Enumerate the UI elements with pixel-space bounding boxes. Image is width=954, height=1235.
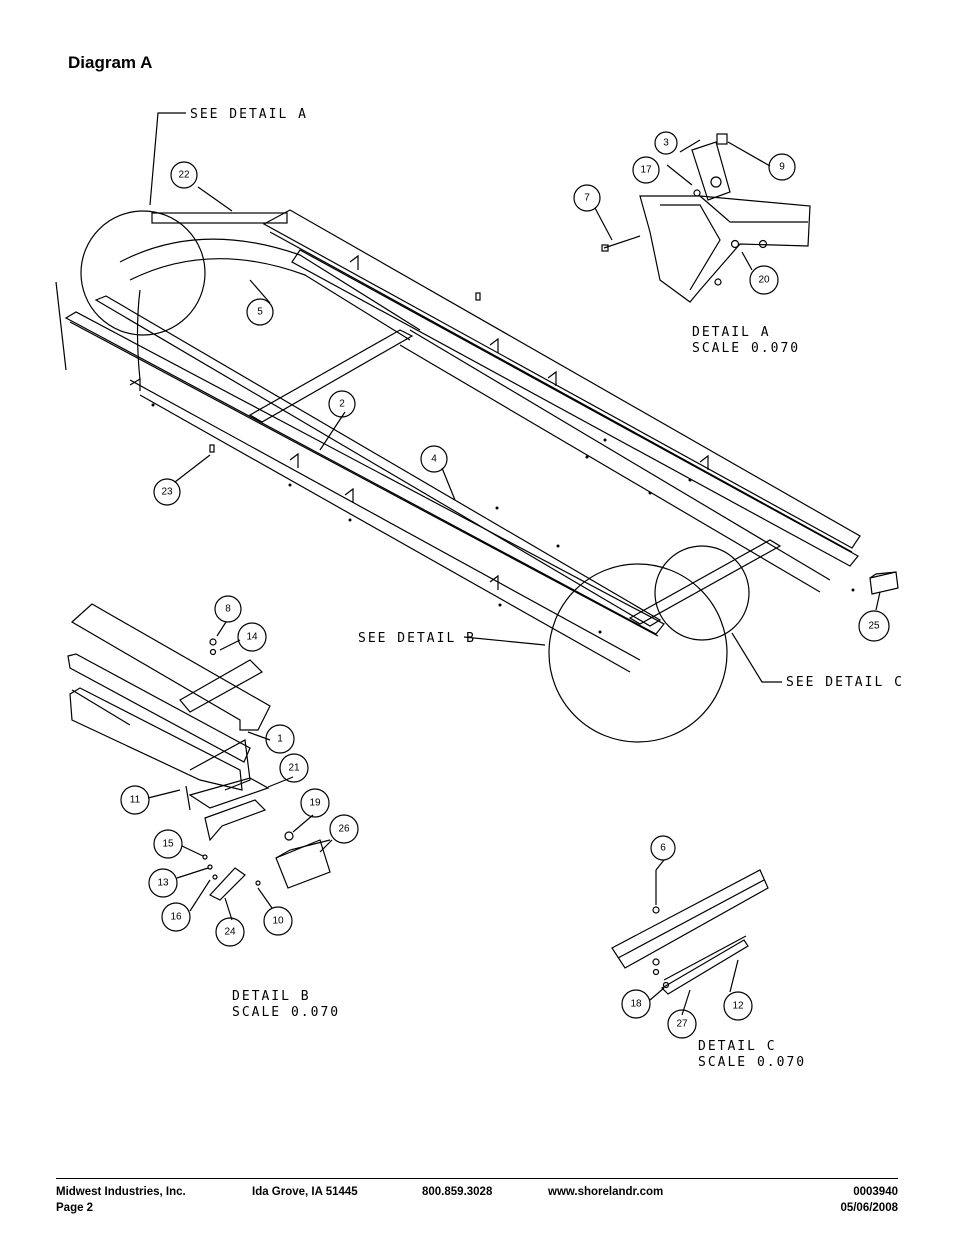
- detail-c-caption: DETAIL C: [698, 1039, 777, 1054]
- part-number: 23: [161, 487, 173, 498]
- part-number: 7: [584, 193, 590, 204]
- part-number: 11: [130, 795, 141, 806]
- part-number: 17: [640, 165, 652, 176]
- detail-c-circle: [654, 545, 750, 641]
- part-number: 25: [868, 621, 880, 632]
- footer-doc-number: 0003940: [853, 1186, 898, 1198]
- trailer-frame-drawing: [55, 209, 899, 673]
- part-number: 15: [162, 839, 174, 850]
- detail-a-circle: [80, 210, 206, 336]
- footer-date: 05/06/2008: [840, 1202, 898, 1214]
- detail-b-drawing: [67, 603, 333, 921]
- detail-a-scale: SCALE 0.070: [692, 341, 800, 356]
- detail-b-scale: SCALE 0.070: [232, 1005, 340, 1020]
- part-number: 22: [178, 170, 190, 181]
- detail-a-caption: DETAIL A: [692, 325, 771, 340]
- see-detail-b-callout: SEE DETAIL B: [358, 631, 476, 646]
- see-detail-c-callout: SEE DETAIL C: [786, 675, 904, 690]
- detail-a-drawing: [594, 133, 811, 303]
- part-number: 9: [779, 162, 785, 173]
- footer-page: Page 2: [56, 1202, 94, 1214]
- page-title: Diagram A: [68, 53, 153, 72]
- parts-diagram: 22 5 2 4 23 25 3 17 9 7 20 8 14 1 21 11 …: [55, 107, 904, 1070]
- footer-website: www.shorelandr.com: [548, 1186, 664, 1198]
- part-number: 5: [257, 307, 263, 318]
- part-number: 12: [732, 1001, 744, 1012]
- part-number: 18: [630, 999, 642, 1010]
- footer-company: Midwest Industries, Inc.: [56, 1186, 186, 1198]
- part-number: 14: [246, 632, 258, 643]
- detail-b-caption: DETAIL B: [232, 989, 311, 1004]
- part-number: 8: [225, 604, 231, 615]
- part-number: 3: [663, 138, 669, 149]
- footer-phone: 800.859.3028: [422, 1186, 493, 1198]
- part-number: 10: [272, 916, 284, 927]
- footer-location: Ida Grove, IA 51445: [252, 1186, 358, 1198]
- part-number: 6: [660, 843, 666, 854]
- see-detail-a-callout: SEE DETAIL A: [190, 107, 308, 122]
- part-number: 26: [338, 824, 350, 835]
- part-number: 2: [339, 399, 345, 410]
- part-number: 4: [431, 454, 437, 465]
- part-balloons: [120, 131, 890, 1039]
- part-number: 24: [224, 927, 236, 938]
- part-number: 19: [309, 798, 321, 809]
- part-number: 21: [288, 763, 300, 774]
- detail-c-drawing: [611, 859, 769, 1016]
- part-number: 16: [170, 912, 182, 923]
- part-number: 27: [676, 1019, 688, 1030]
- page-footer: Midwest Industries, Inc. Page 2 Ida Grov…: [56, 1178, 898, 1214]
- detail-b-circle: [548, 563, 728, 743]
- detail-c-scale: SCALE 0.070: [698, 1055, 806, 1070]
- part-number: 13: [157, 878, 169, 889]
- part-number: 1: [277, 734, 283, 745]
- part-number: 20: [758, 275, 770, 286]
